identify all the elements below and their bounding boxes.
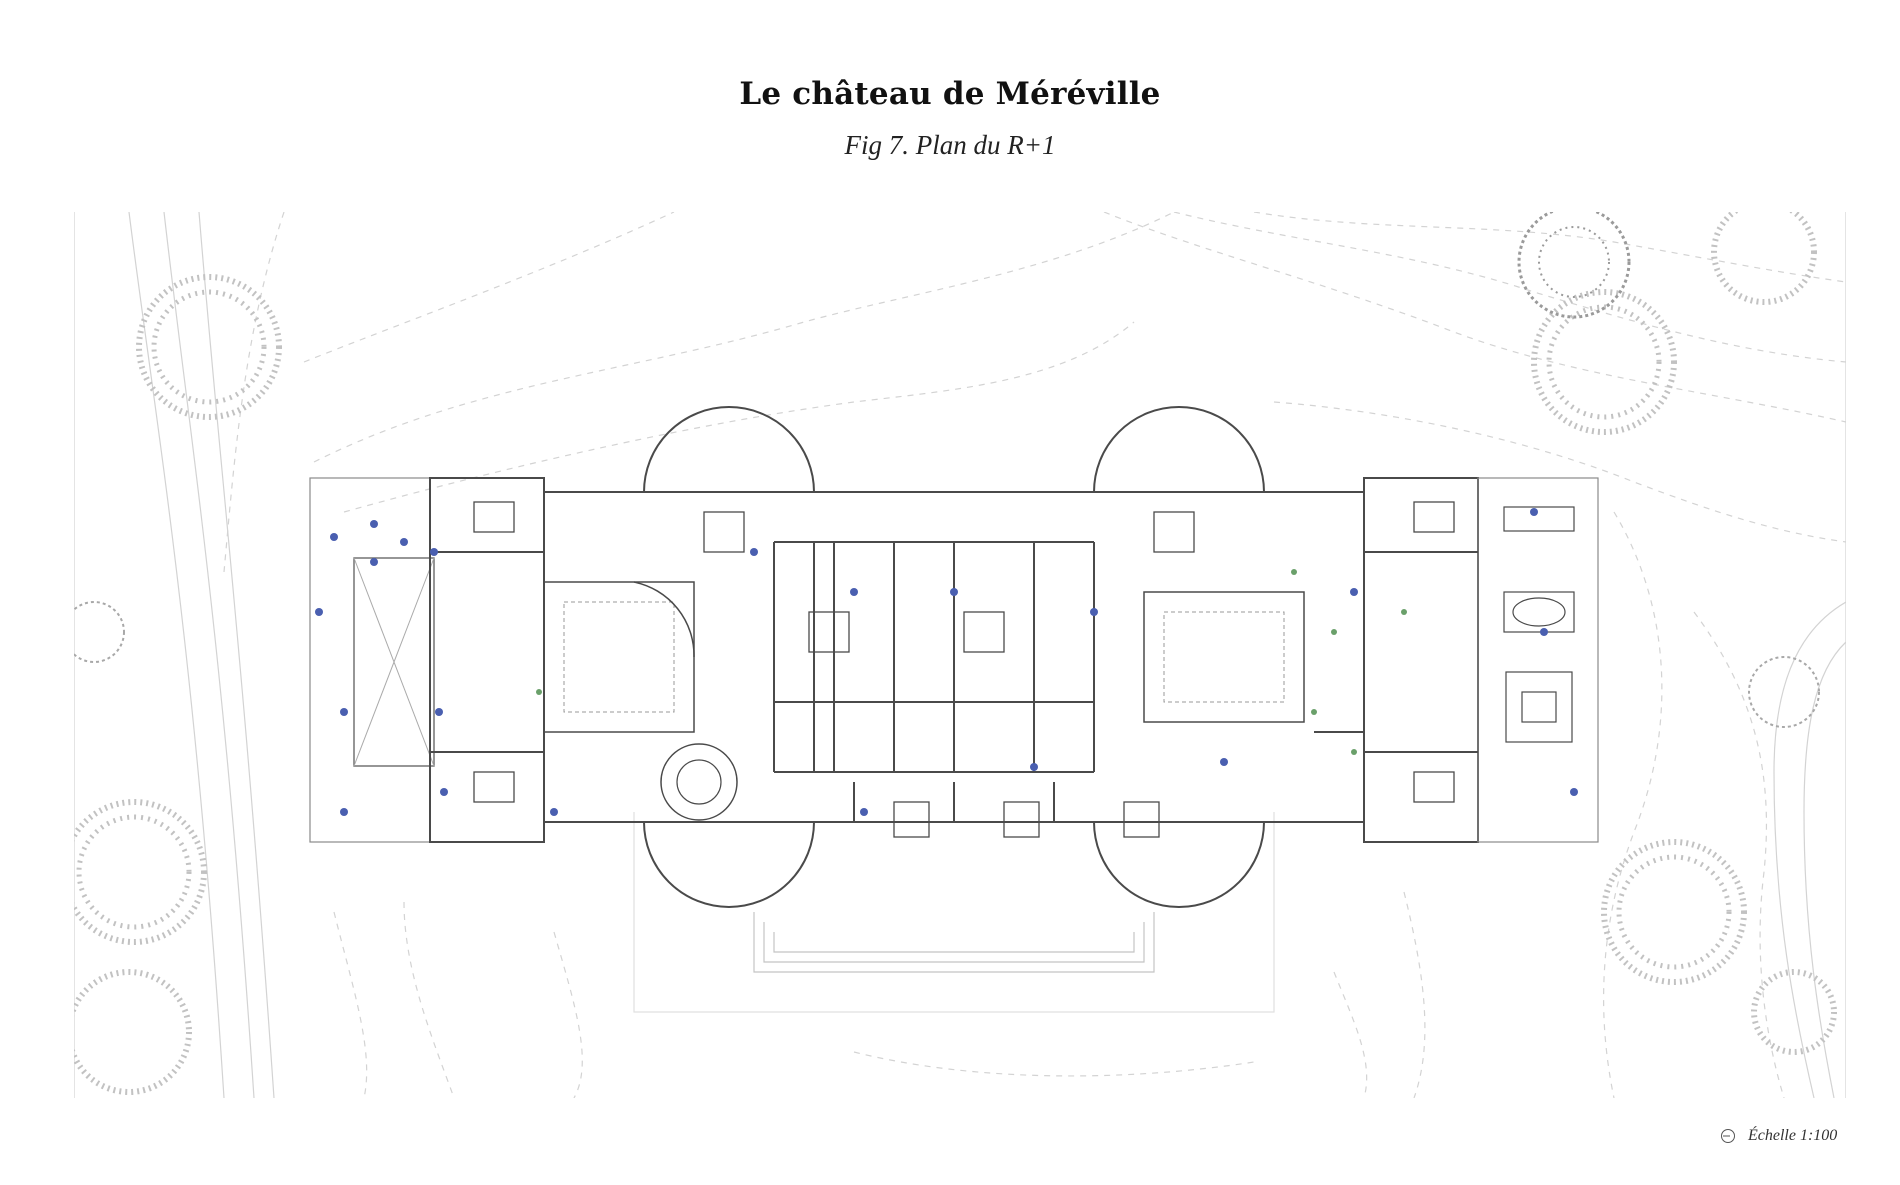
scale-legend: Échelle 1:100: [1720, 1124, 1837, 1148]
floor-plan: [74, 212, 1846, 1098]
building-walls: [309, 406, 1599, 908]
figure-caption: Fig 7. Plan du R+1: [844, 130, 1056, 160]
trees: [74, 212, 1837, 1095]
north-arrow-icon: [1721, 1129, 1735, 1143]
page-title: Le château de Méréville: [739, 76, 1161, 112]
site-landscape: [74, 212, 1846, 1098]
plants: [536, 569, 1407, 755]
scale-label: Échelle 1:100: [1748, 1127, 1838, 1144]
figures: [315, 508, 1578, 816]
